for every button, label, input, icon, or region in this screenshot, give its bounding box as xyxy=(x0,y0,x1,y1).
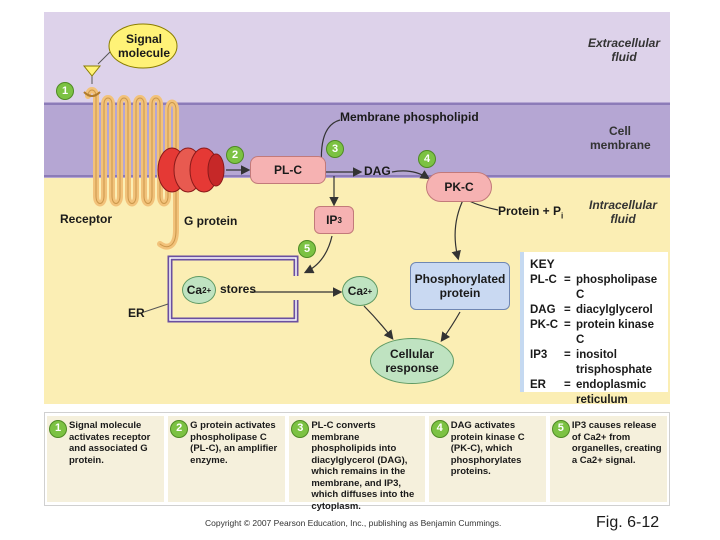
plc-label: PL-C xyxy=(274,163,302,177)
step-text: Signal molecule activates receptor and a… xyxy=(69,420,151,466)
step-1: 1 Signal molecule activates receptor and… xyxy=(47,416,165,502)
step-4: 4 DAG activates protein kinase C (PK-C),… xyxy=(428,416,546,502)
copyright-text: Copyright © 2007 Pearson Education, Inc.… xyxy=(205,518,502,528)
membrane-phospholipid-label: Membrane phospholipid xyxy=(340,110,479,124)
figure-number: Fig. 6-12 xyxy=(596,514,660,531)
arrow-ip3-er xyxy=(303,235,333,274)
phosphorylated-protein-node: Phosphorylated protein xyxy=(410,262,510,310)
step-3: 3 PL-C converts membrane phospholipids i… xyxy=(289,416,425,512)
step-2: 2 G protein activates phospholipase C (P… xyxy=(168,416,286,502)
arrow-ca-response xyxy=(363,305,394,340)
step-text: PL-C converts membrane phospholipids int… xyxy=(311,420,415,512)
cellular-response-node: Cellular response xyxy=(370,338,454,384)
step-text: IP3 causes release of Ca2+ from organell… xyxy=(571,420,662,466)
badge-3: 3 xyxy=(326,140,344,158)
arrow-pkc-phosphorylated xyxy=(451,197,465,261)
step-badge: 5 xyxy=(551,420,570,438)
step-5: 5 IP3 causes release of Ca2+ from organe… xyxy=(549,416,668,502)
intracellular-label: Intracellular fluid xyxy=(588,198,658,226)
step-text: G protein activates phospholipase C (PL-… xyxy=(190,420,278,466)
pkc-label: PK-C xyxy=(444,180,474,194)
signal-molecule-label: Signal molecule xyxy=(117,32,171,60)
key-title: KEY xyxy=(530,257,555,271)
key-row: PK-C=protein kinase C xyxy=(530,319,654,346)
receptor-label: Receptor xyxy=(60,212,113,226)
badge-1: 1 xyxy=(56,82,74,100)
step-panel: 1 Signal molecule activates receptor and… xyxy=(44,412,670,512)
signal-ligand-icon xyxy=(82,65,102,77)
dag-label: DAG xyxy=(364,164,391,178)
step-badge: 3 xyxy=(291,420,310,438)
arrow-dag-pkc xyxy=(391,170,431,180)
er-label: ER xyxy=(128,306,145,320)
pkc-node: PK-C xyxy=(426,172,492,202)
key-panel: KEY PL-C=phospholipase C DAG=diacylglyce… xyxy=(520,252,668,406)
badge-5: 5 xyxy=(298,240,316,258)
key-row: IP3=inositol trisphosphate xyxy=(530,349,653,376)
arrow-phos-response xyxy=(440,311,461,342)
key-row: PL-C=phospholipase C xyxy=(530,274,658,301)
membrane-label: Cell membrane xyxy=(590,124,651,152)
plc-node: PL-C xyxy=(250,156,326,184)
extracellular-label: Extracellular fluid xyxy=(587,36,661,64)
signal-molecule-icon xyxy=(108,23,178,69)
badge-4: 4 xyxy=(418,150,436,168)
badge-2: 2 xyxy=(226,146,244,164)
membrane-region xyxy=(44,102,670,178)
g-protein-icon xyxy=(157,147,225,193)
key-row: DAG=diacylglycerol xyxy=(530,304,653,316)
stores-label: stores xyxy=(220,282,257,296)
key-row: ER=endoplasmic reticulum xyxy=(530,379,647,406)
g-protein-label: G protein xyxy=(184,214,238,228)
step-text: DAG activates protein kinase C (PK-C), w… xyxy=(450,420,525,477)
step-badge: 4 xyxy=(430,420,449,438)
protein-pi-label: Protein + Pi xyxy=(498,204,564,221)
step-badge: 1 xyxy=(49,420,67,438)
step-badge: 2 xyxy=(170,420,189,438)
